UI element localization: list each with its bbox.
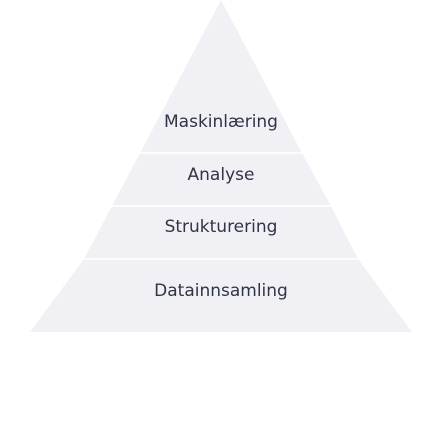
pyramid-tier-2-shape: [112, 153, 331, 206]
pyramid-tier-1-shape: [140, 0, 302, 153]
pyramid-tier-1-label: Maskinlæring: [164, 112, 278, 132]
pyramid-tier-4-label: Datainnsamling: [154, 281, 288, 301]
pyramid-tier-4-shape: [30, 259, 412, 332]
pyramid-tier-2-label: Analyse: [188, 165, 255, 185]
pyramid-tier-3-label: Strukturering: [165, 217, 278, 237]
pyramid-tier-3-shape: [84, 206, 358, 259]
